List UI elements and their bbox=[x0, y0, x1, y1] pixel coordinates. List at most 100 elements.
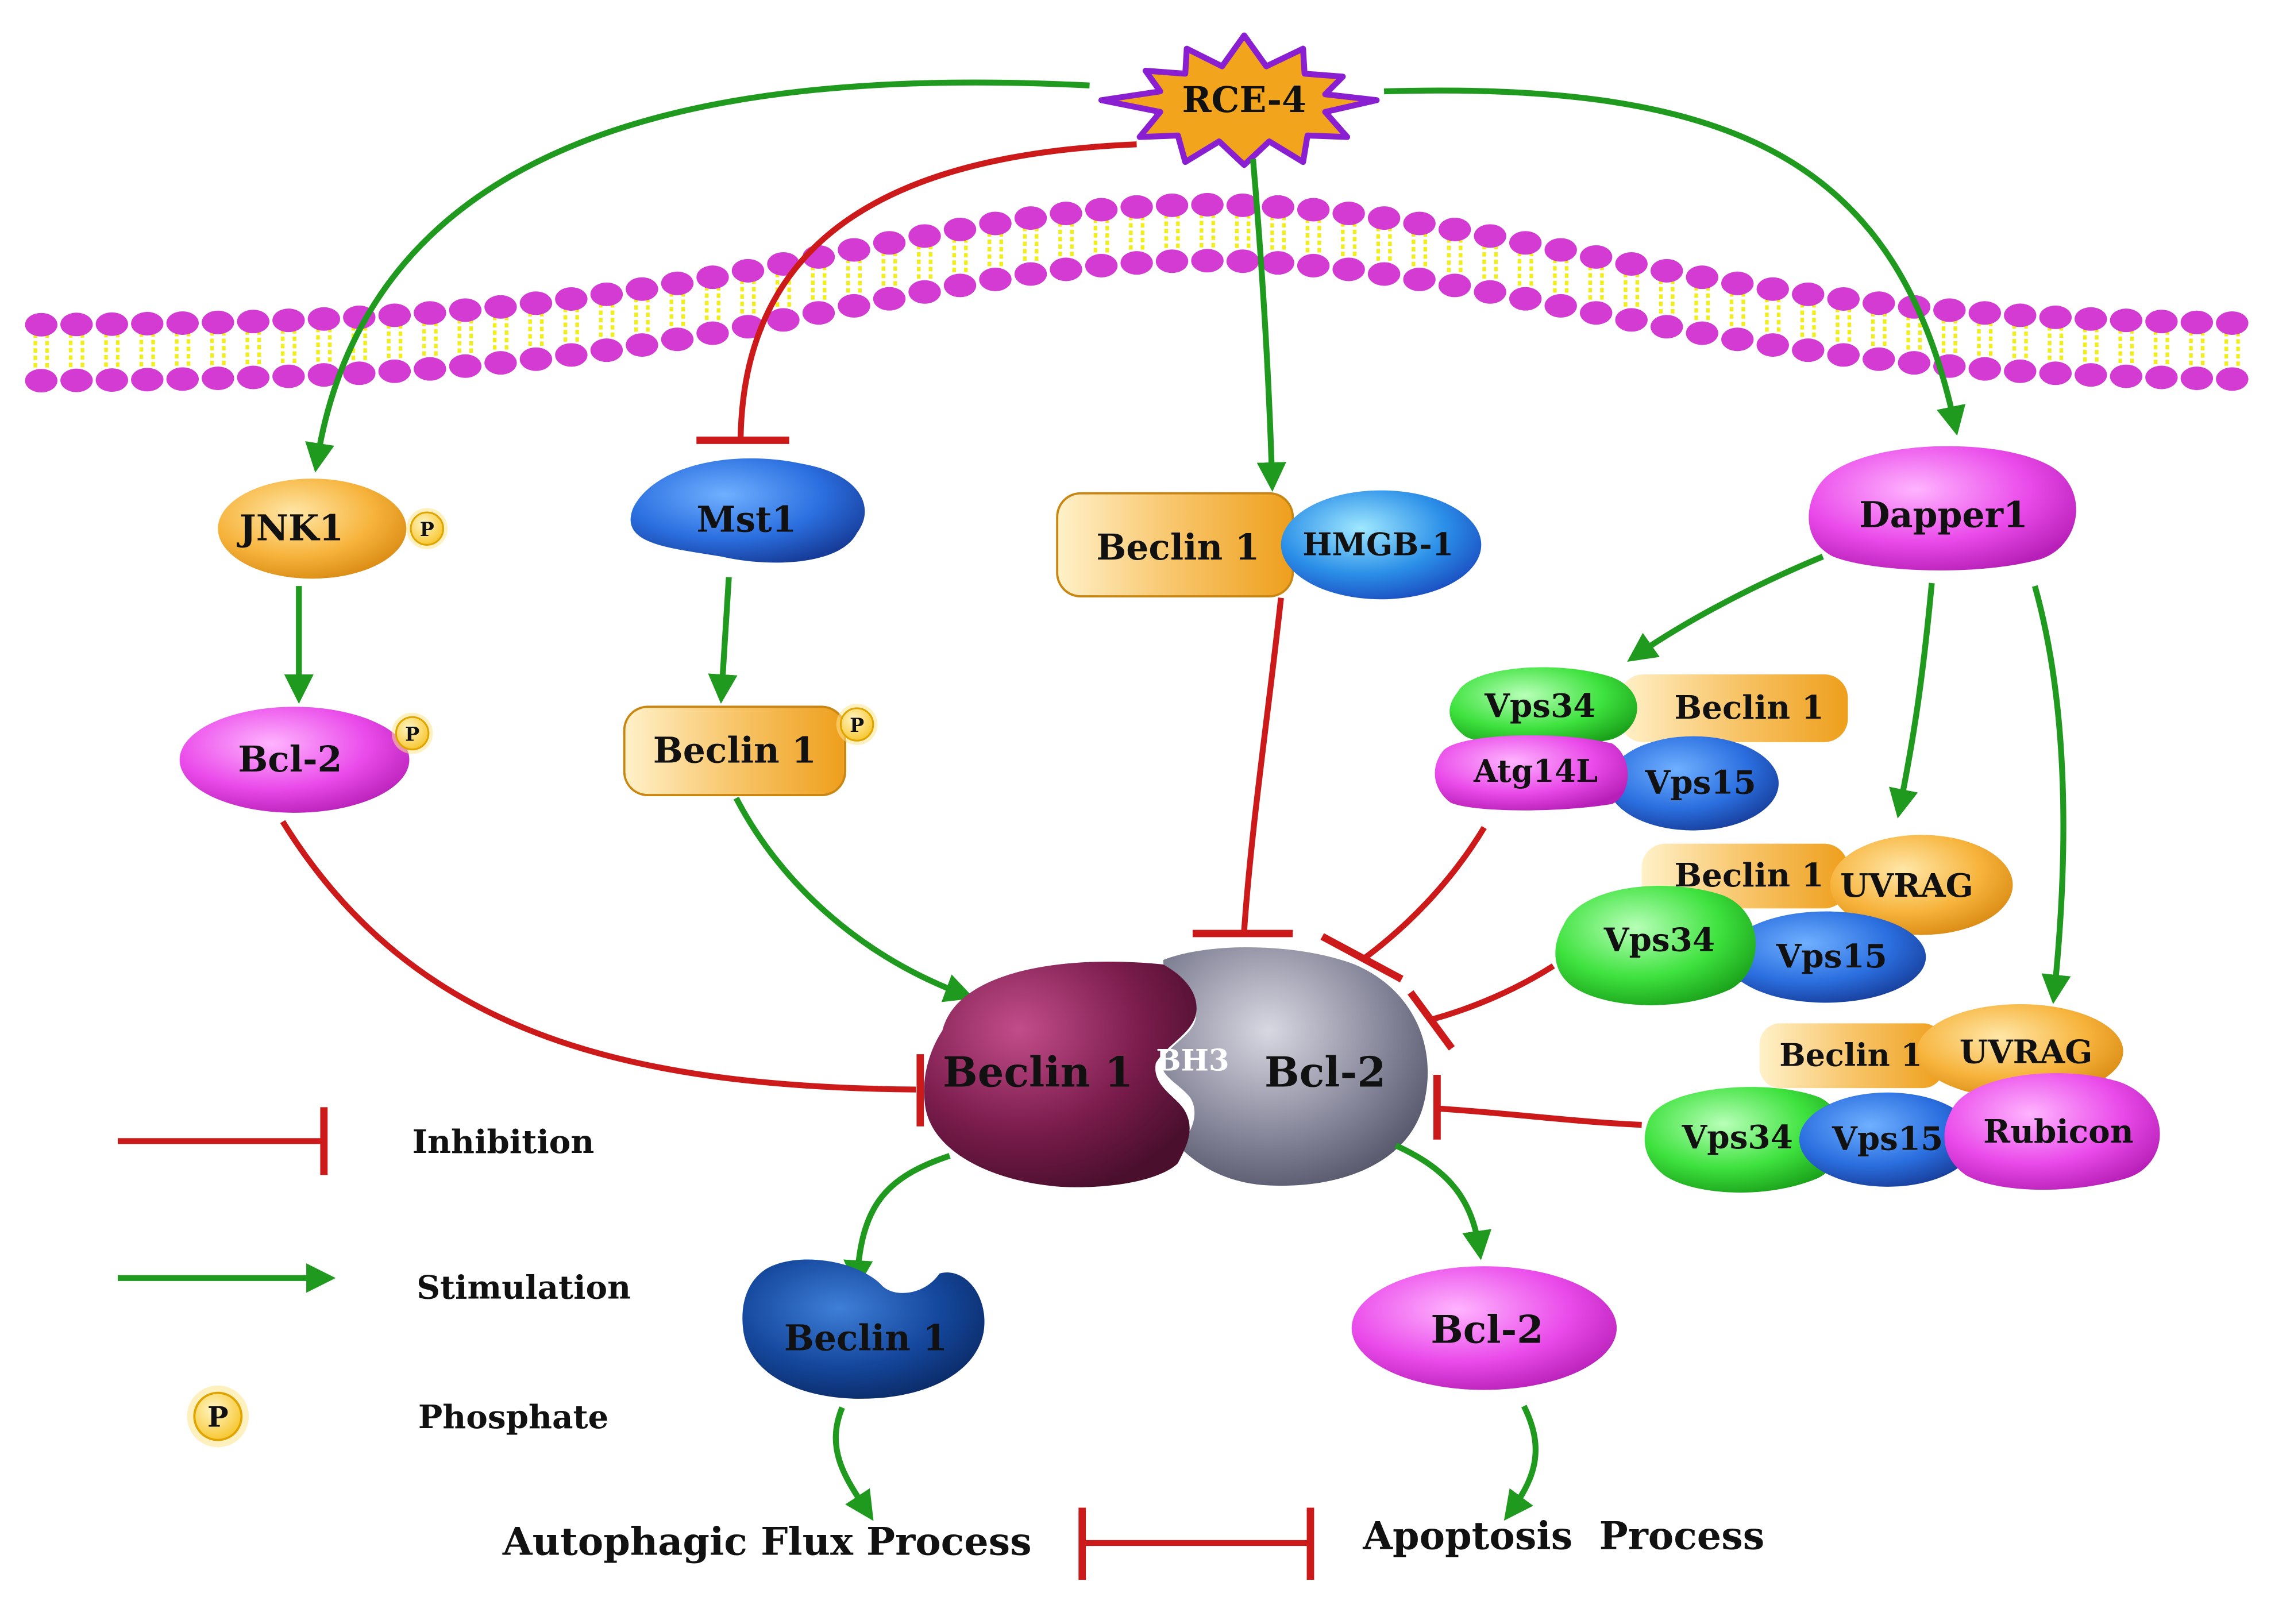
lipid-head bbox=[1544, 238, 1577, 262]
inhibit-bcl2-central bbox=[280, 820, 916, 1093]
arrow-rce4-beclin-hmgb bbox=[1250, 159, 1286, 492]
arrow-central-beclin-free bbox=[843, 1153, 951, 1290]
mst1-label: Mst1 bbox=[696, 498, 796, 540]
lipid-head bbox=[1120, 251, 1153, 275]
lipid-head bbox=[60, 368, 93, 392]
c1-beclin-shape bbox=[1620, 674, 1848, 742]
lipid-head bbox=[696, 265, 729, 290]
arrow-central-bcl2-free bbox=[1394, 1143, 1491, 1260]
lipid-head bbox=[2180, 367, 2214, 391]
hmgb1-shape bbox=[1281, 490, 1482, 600]
lipid-head bbox=[1509, 231, 1542, 255]
arrow-rce4-jnk1 bbox=[305, 79, 1090, 473]
beclin-free-node[interactable]: Beclin 1 bbox=[742, 1259, 985, 1399]
svg-text:P: P bbox=[850, 714, 864, 736]
outcomes: Autophagic Flux Process Apoptosis Proces… bbox=[502, 1507, 1764, 1580]
lipid-head bbox=[272, 364, 305, 388]
dapper1-node[interactable]: Dapper1 bbox=[1809, 446, 2076, 570]
lipid-head bbox=[661, 271, 694, 295]
arrow-dapper1-complex3 bbox=[2031, 585, 2071, 1004]
mst1-node[interactable]: Mst1 bbox=[630, 458, 865, 563]
c3-vps15-label: Vps15 bbox=[1832, 1120, 1943, 1158]
lipid-head bbox=[2110, 308, 2143, 333]
svg-text:P: P bbox=[420, 518, 434, 541]
beclin-hmgb-beclin-label: Beclin 1 bbox=[1096, 526, 1259, 568]
connections-to-central bbox=[280, 597, 1642, 1140]
lipid-head bbox=[1686, 321, 1718, 345]
jnk1-phosphate-icon: P bbox=[405, 507, 449, 550]
lipid-head bbox=[908, 280, 941, 304]
rce4-stimulus[interactable]: RCE-4 bbox=[1098, 32, 1380, 168]
lipid-head bbox=[25, 313, 57, 337]
lipid-head bbox=[1792, 338, 1825, 362]
svg-text:P: P bbox=[207, 1401, 229, 1434]
lipid-head bbox=[484, 351, 517, 375]
c1-vps34-label: Vps34 bbox=[1484, 687, 1595, 725]
connections-downstream bbox=[832, 1143, 1539, 1521]
lipid-head bbox=[95, 368, 128, 392]
lipid-head bbox=[1544, 294, 1577, 318]
beclin-phospho-node[interactable]: Beclin 1 P bbox=[623, 703, 879, 797]
lipid-head bbox=[1579, 245, 1613, 269]
rce4-star-shape bbox=[1098, 32, 1380, 168]
jnk1-node[interactable]: JNK1 P bbox=[218, 479, 449, 579]
beclin-hmgb1-complex[interactable]: Beclin 1 HMGB-1 bbox=[1056, 490, 1482, 600]
lipid-head bbox=[1050, 257, 1082, 281]
inhibit-complex1-central bbox=[1360, 825, 1487, 963]
lipid-head bbox=[908, 224, 941, 248]
complex-uvrag[interactable]: Beclin 1 UVRAG Vps15 Vps34 bbox=[1555, 835, 2013, 1005]
c3-vps34-shape bbox=[1644, 1087, 1842, 1193]
bcl2-phosphate-icon: P bbox=[391, 712, 434, 755]
lipid-head bbox=[802, 301, 835, 325]
lipid-head bbox=[1262, 195, 1294, 219]
arrow-mst1-beclin bbox=[708, 577, 738, 704]
lipid-head bbox=[555, 343, 588, 367]
jnk1-shape bbox=[218, 479, 407, 579]
lipid-head bbox=[307, 363, 341, 387]
complex-atg14l[interactable]: Beclin 1 Vps34 Vps15 Atg14L bbox=[1435, 667, 1848, 831]
inhibit-bar-complex2-central bbox=[1408, 990, 1455, 1051]
lipid-head bbox=[1509, 287, 1542, 311]
legend-phosphate-label: Phosphate bbox=[418, 1398, 609, 1436]
lipid-head bbox=[1792, 282, 1825, 306]
arrow-dapper1-complex1 bbox=[1627, 554, 1824, 662]
lipid-head bbox=[60, 313, 93, 337]
lipid-head bbox=[1014, 262, 1047, 286]
c3-uvrag-label: UVRAG bbox=[1960, 1033, 2093, 1071]
lipid-head bbox=[2004, 359, 2037, 383]
c3-vps34-label: Vps34 bbox=[1682, 1118, 1793, 1156]
lipid-head bbox=[979, 267, 1012, 291]
c2-vps15-shape bbox=[1725, 911, 1926, 1003]
lipid-head bbox=[1438, 217, 1471, 241]
lipid-head bbox=[1686, 265, 1718, 290]
lipid-head bbox=[1968, 357, 2001, 381]
lipid-head bbox=[767, 308, 800, 332]
lipid-head bbox=[131, 311, 164, 335]
lipid-head bbox=[1332, 202, 1365, 226]
bcl2-free-node[interactable]: Bcl-2 bbox=[1351, 1266, 1617, 1390]
c2-vps15-label: Vps15 bbox=[1776, 938, 1887, 975]
complex-rubicon[interactable]: Beclin 1 UVRAG Vps34 Vps15 Rubicon bbox=[1644, 1004, 2160, 1193]
lipid-head bbox=[1226, 249, 1259, 273]
lipid-head bbox=[1579, 301, 1613, 325]
central-beclin-label: Beclin 1 bbox=[943, 1048, 1133, 1097]
inhibit-rce4-mst1 bbox=[738, 141, 1137, 439]
lipid-head bbox=[2004, 303, 2037, 327]
lipid-head bbox=[202, 367, 234, 391]
arrow-dapper1-complex2 bbox=[1889, 583, 1935, 819]
lipid-head bbox=[378, 303, 411, 327]
lipid-head bbox=[1615, 252, 1648, 276]
lipid-head bbox=[1827, 287, 1860, 311]
lipid-head bbox=[484, 295, 517, 319]
lipid-head bbox=[1898, 351, 1930, 375]
bcl2-left-label: Bcl-2 bbox=[238, 738, 342, 780]
lipid-head bbox=[25, 369, 57, 393]
lipid-head bbox=[1474, 280, 1506, 304]
c1-beclin-label: Beclin 1 bbox=[1674, 689, 1824, 727]
beclin-free-label: Beclin 1 bbox=[784, 1317, 947, 1359]
bcl2-left-node[interactable]: Bcl-2 P bbox=[179, 707, 434, 813]
beclin-bcl2-complex[interactable]: Beclin 1 BH3 Bcl-2 bbox=[924, 947, 1428, 1187]
svg-text:P: P bbox=[405, 723, 419, 745]
lipid-head bbox=[2216, 311, 2249, 335]
lipid-head bbox=[166, 367, 199, 391]
